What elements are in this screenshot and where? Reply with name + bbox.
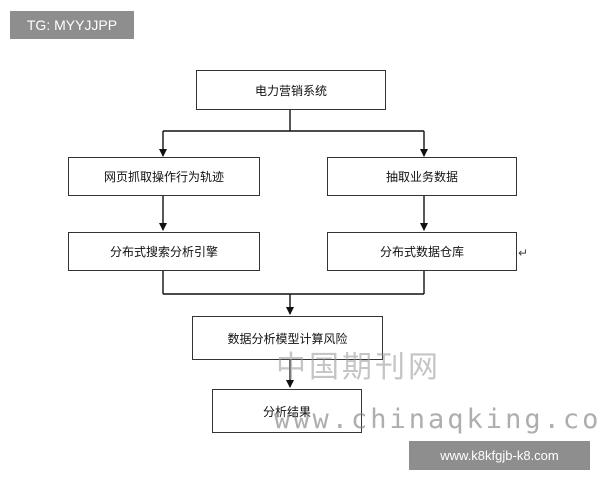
watermark-site-url: www.chinaqking.com	[274, 404, 600, 435]
node-result: 分析结果	[212, 389, 362, 433]
watermark-badge: www.k8kfgjb-k8.com	[409, 441, 590, 470]
node-system: 电力营销系统	[196, 70, 386, 110]
node-search-engine: 分布式搜索分析引擎	[68, 232, 260, 271]
paragraph-mark: ↵	[518, 246, 529, 260]
node-warehouse: 分布式数据仓库	[327, 232, 517, 271]
node-model: 数据分析模型计算风险	[192, 316, 383, 360]
watermark-site-cn: 中国期刊网	[276, 350, 441, 385]
watermark-tag: TG: MYYJJPP	[10, 11, 134, 39]
node-web-crawl: 网页抓取操作行为轨迹	[68, 157, 260, 196]
node-extract: 抽取业务数据	[327, 157, 517, 196]
